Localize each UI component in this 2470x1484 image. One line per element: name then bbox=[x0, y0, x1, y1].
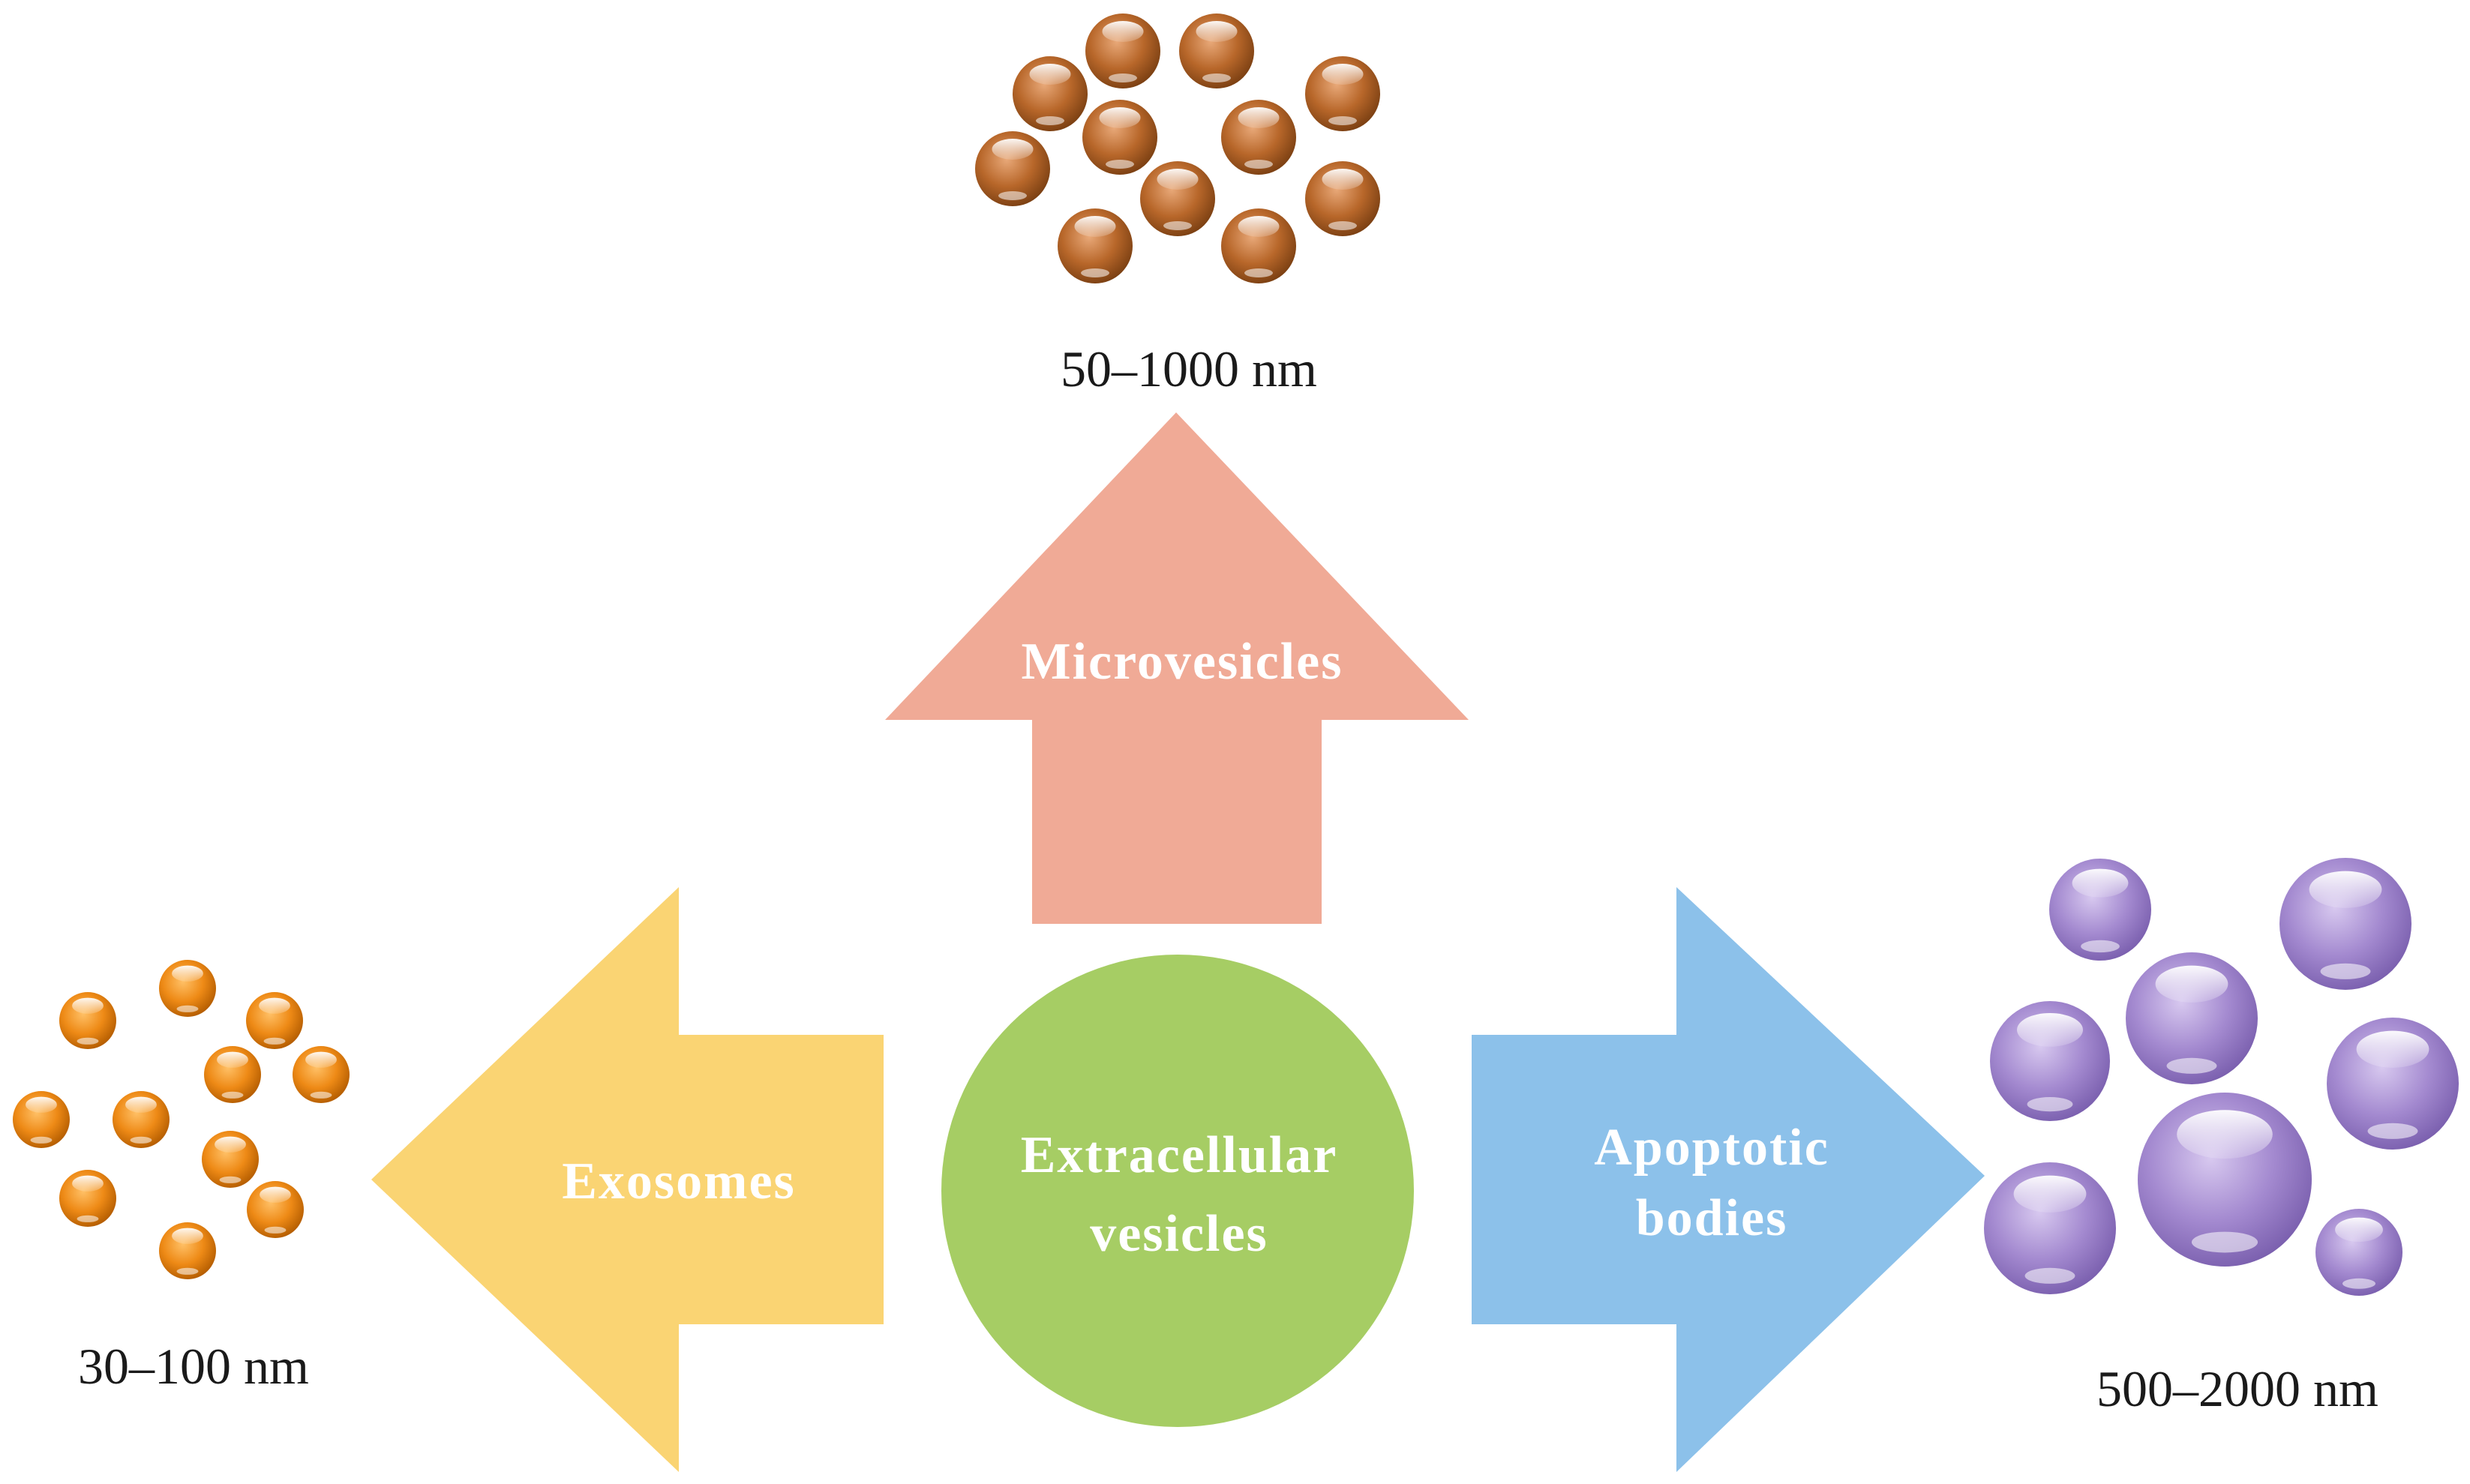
brown-sphere-cluster-icon bbox=[975, 13, 1380, 283]
purple-sphere-icon bbox=[2049, 859, 2151, 961]
brown-sphere-icon bbox=[1179, 13, 1254, 88]
orange-sphere-icon bbox=[159, 1222, 216, 1279]
brown-sphere-icon bbox=[1085, 13, 1160, 88]
orange-sphere-icon bbox=[204, 1046, 261, 1103]
apoptotic-bodies-arrow: Apoptotic bodies bbox=[1472, 887, 1985, 1472]
brown-sphere-icon bbox=[1058, 208, 1133, 283]
brown-sphere-icon bbox=[1305, 56, 1380, 131]
extracellular-vesicles-node: Extracellular vesicles bbox=[941, 955, 1414, 1427]
purple-sphere-icon bbox=[2315, 1209, 2402, 1296]
brown-sphere-icon bbox=[1140, 161, 1215, 236]
brown-sphere-icon bbox=[1082, 100, 1157, 175]
brown-sphere-icon bbox=[1221, 100, 1296, 175]
purple-sphere-cluster-icon bbox=[1984, 858, 2459, 1296]
exosomes-label: Exosomes bbox=[562, 1153, 796, 1210]
purple-sphere-icon bbox=[2138, 1093, 2312, 1267]
microvesicles-label: Microvesicles bbox=[1022, 633, 1343, 691]
orange-sphere-icon bbox=[13, 1091, 70, 1148]
apoptotic-label-line1: Apoptotic bbox=[1594, 1119, 1829, 1177]
exosomes-size-label: 30–100 nm bbox=[78, 1338, 309, 1395]
center-circle bbox=[941, 955, 1414, 1427]
orange-sphere-cluster-icon bbox=[13, 960, 350, 1279]
orange-sphere-icon bbox=[293, 1046, 350, 1103]
purple-sphere-icon bbox=[1984, 1162, 2116, 1294]
orange-sphere-icon bbox=[113, 1091, 170, 1148]
orange-sphere-icon bbox=[59, 1170, 116, 1227]
orange-sphere-icon bbox=[202, 1131, 259, 1188]
brown-sphere-icon bbox=[975, 131, 1050, 206]
purple-sphere-icon bbox=[1990, 1001, 2110, 1121]
purple-sphere-icon bbox=[2279, 858, 2411, 990]
brown-sphere-icon bbox=[1013, 56, 1088, 131]
orange-sphere-icon bbox=[246, 992, 303, 1049]
exosomes-arrow: Exosomes bbox=[371, 887, 884, 1472]
orange-sphere-icon bbox=[59, 992, 116, 1049]
center-label-line1: Extracellular bbox=[1021, 1126, 1338, 1184]
purple-sphere-icon bbox=[2126, 952, 2258, 1084]
brown-sphere-icon bbox=[1221, 208, 1296, 283]
brown-sphere-icon bbox=[1305, 161, 1380, 236]
left-arrow-shape bbox=[371, 887, 884, 1472]
center-label-line2: vesicles bbox=[1090, 1205, 1268, 1263]
right-arrow-shape bbox=[1472, 887, 1985, 1472]
up-arrow-shape bbox=[885, 412, 1469, 924]
apoptotic-size-label: 500–2000 nm bbox=[2096, 1360, 2378, 1417]
apoptotic-label-line2: bodies bbox=[1636, 1189, 1788, 1247]
microvesicles-arrow: Microvesicles bbox=[885, 412, 1469, 924]
microvesicles-size-label: 50–1000 nm bbox=[1061, 340, 1317, 397]
orange-sphere-icon bbox=[159, 960, 216, 1017]
purple-sphere-icon bbox=[2327, 1018, 2459, 1150]
orange-sphere-icon bbox=[247, 1181, 304, 1238]
